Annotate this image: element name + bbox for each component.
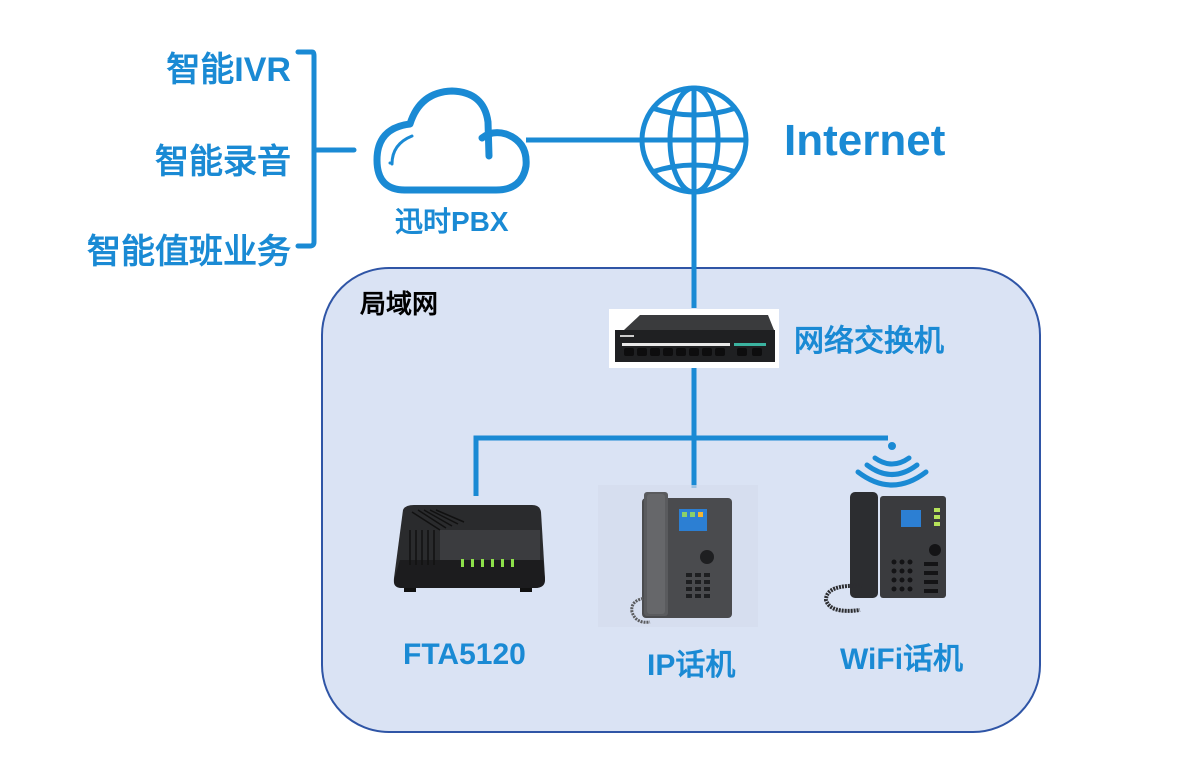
lan-label: 局域网 bbox=[360, 289, 439, 319]
ip-phone-icon bbox=[598, 485, 758, 627]
feature-ivr-label: 智能IVR bbox=[166, 51, 291, 89]
pbx-label: 迅时PBX bbox=[395, 206, 509, 237]
branch-bus bbox=[473, 435, 888, 496]
internet-label: Internet bbox=[784, 116, 946, 165]
wifi-icon bbox=[855, 442, 929, 488]
switch-label: 网络交换机 bbox=[794, 325, 944, 358]
device-label-fta5120: FTA5120 bbox=[403, 638, 526, 671]
cloud-icon bbox=[373, 87, 530, 194]
globe-icon bbox=[639, 85, 749, 195]
feature-bracket bbox=[295, 49, 357, 249]
feature-recording-label: 智能录音 bbox=[155, 143, 291, 181]
feature-duty-label: 智能值班业务 bbox=[87, 233, 291, 271]
gateway-device-icon bbox=[393, 505, 545, 592]
device-label-ip-phone: IP话机 bbox=[647, 649, 736, 682]
device-label-wifi-phone: WiFi话机 bbox=[840, 643, 964, 676]
wifi-phone-icon bbox=[823, 492, 946, 613]
network-switch-icon bbox=[609, 309, 779, 368]
